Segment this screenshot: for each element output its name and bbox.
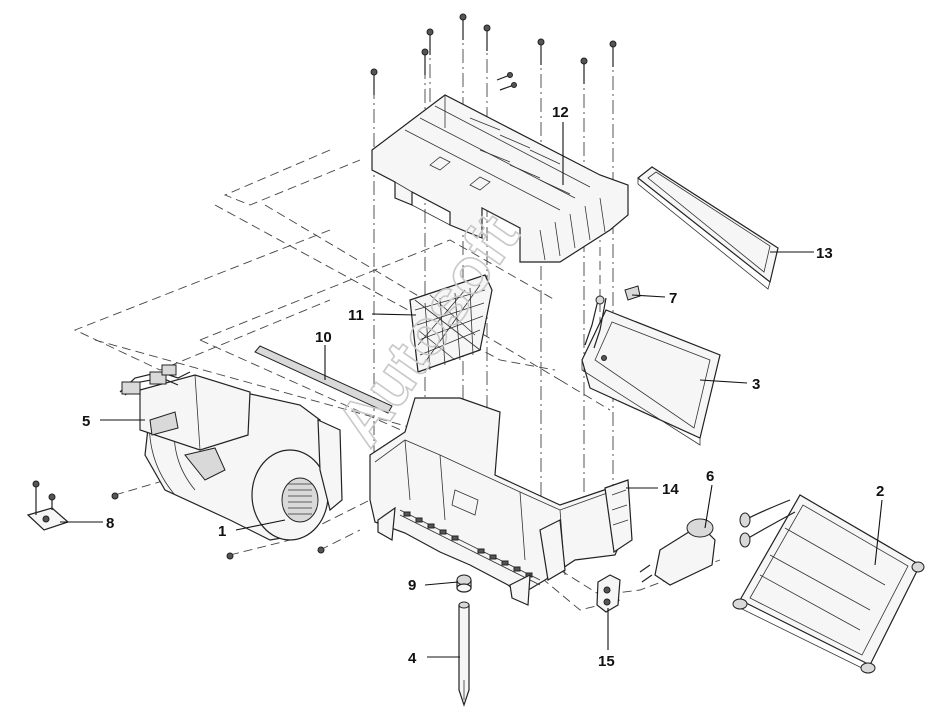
seal-strip xyxy=(254,345,393,414)
callout-7: 7 xyxy=(669,290,677,307)
mounting-bracket xyxy=(26,480,70,531)
air-mix-grid-door xyxy=(409,274,493,373)
blower-housing-and-harness xyxy=(119,364,251,451)
bushing-and-drain-rod xyxy=(456,574,472,707)
callout-15: 15 xyxy=(598,653,615,670)
callout-13: 13 xyxy=(816,245,833,262)
callout-2: 2 xyxy=(876,483,884,500)
expansion-valve xyxy=(624,285,641,301)
heater-core xyxy=(732,494,925,674)
callout-8: 8 xyxy=(106,515,114,532)
callout-6: 6 xyxy=(706,468,714,485)
heater-lower-case xyxy=(369,397,633,606)
callout-1: 1 xyxy=(218,523,226,540)
callout-5: 5 xyxy=(82,413,90,430)
mode-actuator xyxy=(639,518,716,586)
callout-10: 10 xyxy=(315,329,332,346)
top-duct-cover xyxy=(371,94,629,263)
cabin-air-filter xyxy=(637,166,779,290)
leader-lines xyxy=(60,122,883,658)
callout-12: 12 xyxy=(552,104,569,121)
evaporator-core xyxy=(581,295,721,446)
callout-labels: 1 2 3 4 5 6 7 8 9 10 11 12 13 14 15 xyxy=(82,104,884,670)
callout-3: 3 xyxy=(752,376,760,393)
linkage-clip xyxy=(596,574,621,613)
callout-4: 4 xyxy=(408,650,417,667)
callout-14: 14 xyxy=(662,481,679,498)
callout-9: 9 xyxy=(408,577,416,594)
callout-11: 11 xyxy=(348,307,364,324)
